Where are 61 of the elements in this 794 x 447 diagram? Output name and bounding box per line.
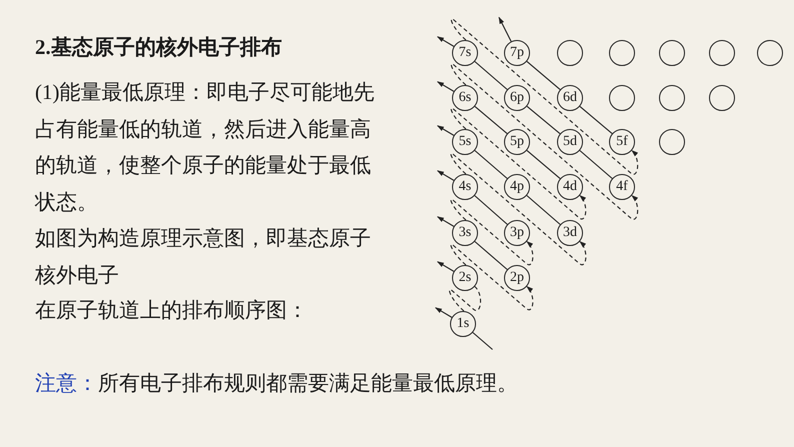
dashed-arrow (450, 198, 534, 266)
line (474, 150, 508, 179)
arrow (436, 125, 454, 136)
orbital-circle: 2p (504, 265, 530, 291)
orbital-circle: 4p (504, 174, 530, 200)
line (580, 106, 612, 134)
section-title: 2.基态原子的核外电子排布 (35, 34, 282, 61)
arrow (436, 81, 454, 92)
orbital-circle: 5p (504, 129, 530, 155)
line (579, 150, 613, 179)
arrow (436, 261, 454, 272)
orbital-circle: 5s (452, 129, 478, 155)
line (474, 195, 508, 225)
dashed-line (448, 286, 482, 312)
orbital-circle: 7s (452, 40, 478, 66)
orbital-circle: 2s (452, 265, 478, 291)
dashed-arrow (450, 108, 586, 220)
orbital-circle: 3p (504, 220, 530, 246)
orbital-circle: 5d (557, 129, 583, 155)
orbital-circle: 4d (557, 174, 583, 200)
paragraph: 在原子轨道上的排布顺序图： (35, 297, 309, 324)
paragraph: 如图为构造原理示意图，即基态原子核外电子 (35, 225, 372, 288)
empty-orbital-circle (659, 40, 685, 66)
arrow (436, 170, 454, 181)
orbital-circle: 3s (452, 220, 478, 246)
line (474, 61, 508, 90)
empty-orbital-circle (757, 40, 783, 66)
empty-orbital-circle (709, 40, 735, 66)
orbital-circle: 6s (452, 85, 478, 111)
empty-orbital-circle (659, 129, 685, 155)
dashed-arrow (450, 18, 638, 175)
empty-orbital-circle (557, 40, 583, 66)
line (526, 150, 560, 180)
arrow (498, 16, 512, 42)
line (526, 106, 560, 134)
dashed-arrow (450, 64, 638, 220)
line (526, 60, 560, 90)
orbital-circle: 4f (609, 174, 635, 200)
dashed-arrow (450, 244, 534, 310)
line (472, 332, 493, 350)
orbital-circle: 7p (504, 40, 530, 66)
empty-orbital-circle (659, 85, 685, 111)
line (526, 195, 561, 225)
orbital-circle: 1s (450, 311, 476, 337)
arrow (436, 216, 454, 227)
line (474, 241, 508, 270)
arrow (436, 36, 454, 47)
arrow (434, 307, 452, 318)
orbital-circle: 5f (609, 129, 635, 155)
orbital-circle: 4s (452, 174, 478, 200)
orbital-circle: 6d (557, 85, 583, 111)
orbital-circle: 6p (504, 85, 530, 111)
note-heading: 注意： (35, 370, 98, 397)
dashed-arrow (450, 152, 586, 266)
line (474, 106, 508, 134)
empty-orbital-circle (609, 40, 635, 66)
empty-orbital-circle (709, 85, 735, 111)
note-text: 所有电子排布规则都需要满足能量最低原理。 (98, 370, 518, 397)
empty-orbital-circle (609, 85, 635, 111)
paragraph: (1)能量最低原理：即电子尽可能地先占有能量低的轨道，然后进入能量高的轨道，使整个原子的能量处于最低状态。 (35, 79, 376, 216)
orbital-circle: 3d (557, 220, 583, 246)
